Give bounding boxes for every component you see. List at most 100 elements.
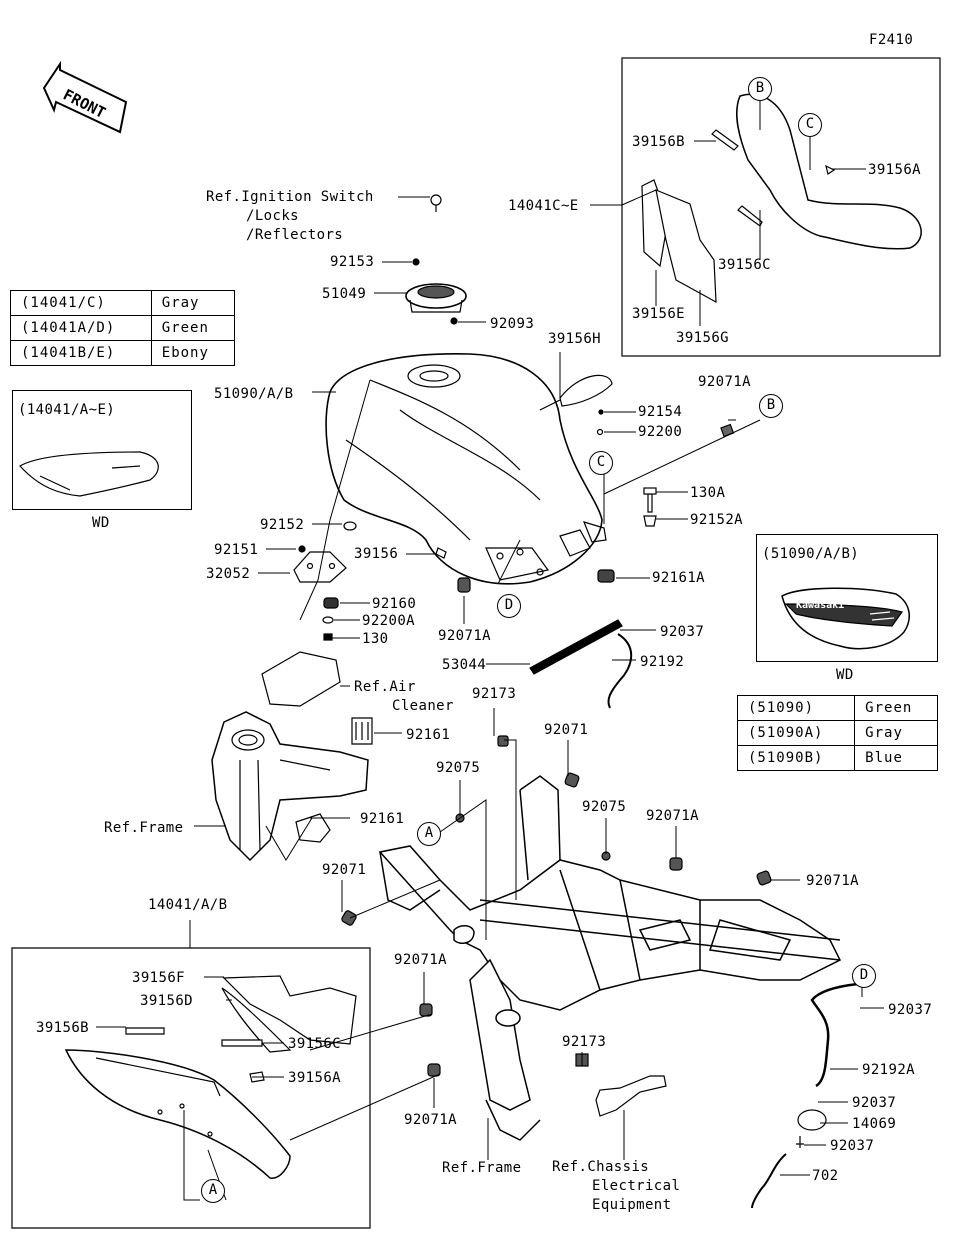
callout-a-frame: A bbox=[417, 822, 441, 846]
callout-a-cover: A bbox=[201, 1179, 225, 1203]
part-label-92071A-c: 92071A bbox=[646, 808, 699, 824]
ref-ignition-label-1: Ref.Ignition Switch bbox=[206, 189, 374, 205]
part-label-92093: 92093 bbox=[490, 316, 535, 332]
part-label-39156: 39156 bbox=[354, 546, 399, 562]
inset-box-side-cover bbox=[12, 390, 192, 510]
part-label-92161A: 92161A bbox=[652, 570, 705, 586]
table-cell-color: Gray bbox=[854, 720, 938, 746]
callout-c-top: C bbox=[798, 113, 822, 137]
table-cell-code: (14041A/D) bbox=[10, 315, 152, 341]
table-cell-code: (51090B) bbox=[736, 745, 856, 771]
part-label-92152A: 92152A bbox=[690, 512, 743, 528]
inset-side-cover-drawing bbox=[19, 451, 159, 497]
part-label-92037-b: 92037 bbox=[888, 1002, 933, 1018]
part-label-39156B-low: 39156B bbox=[36, 1020, 89, 1036]
part-label-92173-top: 92173 bbox=[472, 686, 517, 702]
table-cell-code: (14041B/E) bbox=[10, 340, 152, 366]
table-cell-color: Blue bbox=[854, 745, 938, 771]
part-label-39156D: 39156D bbox=[140, 993, 193, 1009]
tank-right-hardware bbox=[596, 409, 735, 583]
color-table-51090: (51090)Green (51090A)Gray (51090B)Blue bbox=[736, 695, 938, 771]
part-label-92200A: 92200A bbox=[362, 613, 415, 629]
part-label-92071-b: 92071 bbox=[322, 862, 367, 878]
part-label-92160: 92160 bbox=[372, 596, 417, 612]
callout-c-tank: C bbox=[589, 451, 613, 475]
detail-box-bottom-left bbox=[11, 947, 371, 1229]
side-cover-drawing bbox=[64, 975, 357, 1179]
table-row: (14041B/E)Ebony bbox=[10, 340, 236, 366]
part-label-92037-d: 92037 bbox=[830, 1138, 875, 1154]
part-label-39156H: 39156H bbox=[548, 331, 601, 347]
part-label-92200: 92200 bbox=[638, 424, 683, 440]
table-cell-color: Green bbox=[854, 695, 938, 721]
ref-air-label-1: Ref.Air bbox=[354, 679, 416, 695]
part-label-130A: 130A bbox=[690, 485, 726, 501]
color-table-14041: (14041/C)Gray (14041A/D)Green (14041B/E)… bbox=[10, 290, 236, 366]
ref-ignition-label-3: /Reflectors bbox=[246, 227, 344, 243]
front-arrow-icon: FRONT bbox=[42, 60, 128, 134]
part-label-92173-low: 92173 bbox=[562, 1034, 607, 1050]
part-label-39156B-top: 39156B bbox=[632, 134, 685, 150]
canister-hose-drawing bbox=[751, 982, 859, 1209]
inset-side-cover-title: (14041/A~E) bbox=[18, 402, 116, 418]
inset-box-tank bbox=[756, 534, 938, 662]
table-cell-code: (14041/C) bbox=[10, 290, 152, 316]
ref-frame-label-left: Ref.Frame bbox=[104, 820, 184, 836]
part-label-92152: 92152 bbox=[260, 517, 305, 533]
part-label-39156C-top: 39156C bbox=[718, 257, 771, 273]
callout-d-tank: D bbox=[497, 594, 521, 618]
part-label-39156G: 39156G bbox=[676, 330, 729, 346]
bracket-32052-drawing bbox=[293, 521, 447, 641]
part-label-702: 702 bbox=[812, 1168, 839, 1184]
callout-b-tank: B bbox=[759, 394, 783, 418]
leader-lines bbox=[96, 100, 884, 1201]
part-label-14069: 14069 bbox=[852, 1116, 897, 1132]
part-label-92071-a: 92071 bbox=[544, 722, 589, 738]
inset-side-cover-caption: WD bbox=[92, 515, 110, 531]
figure-code: F2410 bbox=[869, 32, 914, 48]
table-row: (51090A)Gray bbox=[736, 720, 938, 746]
fuel-tank-drawing bbox=[325, 353, 607, 585]
part-label-14041CE: 14041C~E bbox=[508, 198, 579, 214]
table-cell-color: Green bbox=[150, 315, 236, 341]
main-frame-drawing bbox=[378, 775, 842, 1141]
ref-ignition-label-2: /Locks bbox=[246, 208, 299, 224]
part-label-53044: 53044 bbox=[442, 657, 487, 673]
hose-drawing bbox=[529, 619, 633, 709]
part-label-39156A-low: 39156A bbox=[288, 1070, 341, 1086]
part-label-92161-b: 92161 bbox=[360, 811, 405, 827]
part-label-92071A-top: 92071A bbox=[698, 374, 751, 390]
part-label-92071A-d: 92071A bbox=[806, 873, 859, 889]
part-label-51049: 51049 bbox=[322, 286, 367, 302]
table-cell-code: (51090) bbox=[736, 695, 856, 721]
inset-tank-brand: Kawasaki bbox=[796, 599, 844, 611]
part-label-92075-a: 92075 bbox=[436, 760, 481, 776]
part-label-51090: 51090/A/B bbox=[214, 386, 294, 402]
seat-cover-parts-drawing bbox=[641, 93, 922, 304]
part-label-92192: 92192 bbox=[640, 654, 685, 670]
part-label-32052: 32052 bbox=[206, 566, 251, 582]
fuel-cap-drawing bbox=[405, 194, 467, 325]
part-label-39156E: 39156E bbox=[632, 306, 685, 322]
part-label-92071A-f: 92071A bbox=[404, 1112, 457, 1128]
part-label-14041AB: 14041/A/B bbox=[148, 897, 228, 913]
inset-tank-drawing: Kawasaki bbox=[781, 587, 910, 650]
part-label-39156C-low: 39156C bbox=[288, 1036, 341, 1052]
bracket-92173-drawing bbox=[575, 1053, 667, 1117]
ref-chassis-label-1: Ref.Chassis bbox=[552, 1159, 650, 1175]
table-cell-code: (51090A) bbox=[736, 720, 856, 746]
table-row: (51090B)Blue bbox=[736, 745, 938, 771]
ref-air-label-2: Cleaner bbox=[392, 698, 454, 714]
part-label-39156F: 39156F bbox=[132, 970, 185, 986]
part-label-92071A-mid: 92071A bbox=[438, 628, 491, 644]
callout-b-top: B bbox=[748, 77, 772, 101]
pad-39156H-drawing bbox=[559, 374, 613, 407]
table-cell-color: Ebony bbox=[150, 340, 236, 366]
part-label-92151: 92151 bbox=[214, 542, 259, 558]
part-label-92075-b: 92075 bbox=[582, 799, 627, 815]
detail-box-top-right bbox=[621, 57, 941, 357]
part-label-92071A-e: 92071A bbox=[394, 952, 447, 968]
table-row: (14041/C)Gray bbox=[10, 290, 236, 316]
